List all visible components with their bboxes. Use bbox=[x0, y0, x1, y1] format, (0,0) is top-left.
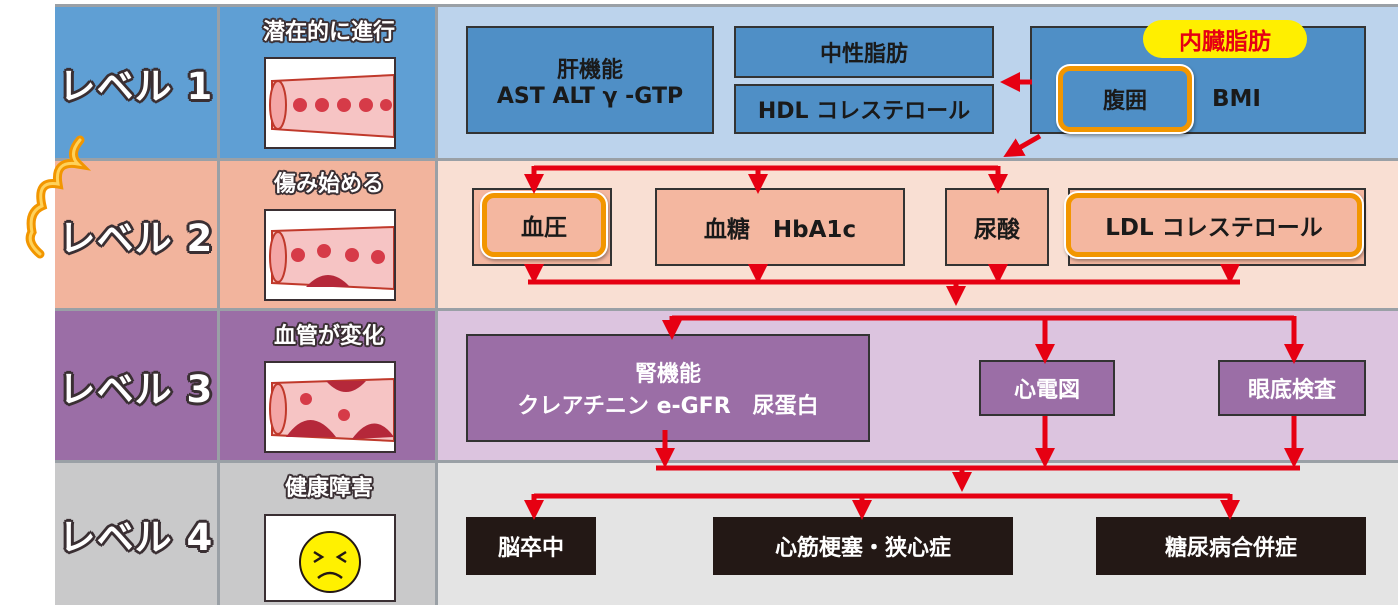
sick-face-image bbox=[264, 514, 396, 602]
hdl-label: HDL コレステロール bbox=[757, 99, 971, 124]
narrowed-vessel-image bbox=[264, 361, 396, 453]
hdl-box: HDL コレステロール bbox=[734, 84, 994, 134]
level2-label-cell: レベル 2 bbox=[55, 161, 220, 308]
blood-sugar-box: 血糖 HbA1c bbox=[655, 188, 905, 266]
healthy-vessel-image bbox=[264, 57, 396, 149]
stroke-box: 脳卒中 bbox=[466, 517, 596, 575]
diabetes-complication-box: 糖尿病合併症 bbox=[1096, 517, 1366, 575]
uric-acid-box: 尿酸 bbox=[945, 188, 1049, 266]
level1-label: レベル 1 bbox=[58, 64, 214, 108]
waist-box: 腹囲 bbox=[1058, 66, 1192, 132]
level3-label: レベル 3 bbox=[58, 367, 214, 411]
fundus-exam-label: 眼底検査 bbox=[1247, 378, 1336, 403]
blood-pressure-box: 血圧 bbox=[482, 193, 606, 257]
diabetes-complication-label: 糖尿病合併症 bbox=[1164, 536, 1297, 561]
mi-angina-box: 心筋梗塞・狭心症 bbox=[713, 517, 1013, 575]
level2-stage-title: 傷み始める bbox=[273, 172, 384, 197]
kidney-function-box: 腎機能 クレアチニン e-GFR 尿蛋白 bbox=[466, 334, 870, 442]
level3-stage-title: 血管が変化 bbox=[273, 324, 384, 349]
stroke-label: 脳卒中 bbox=[497, 536, 564, 561]
waist-label: 腹囲 bbox=[1102, 89, 1147, 114]
bmi-label: BMI bbox=[1212, 86, 1261, 112]
level3-label-cell: レベル 3 bbox=[55, 311, 220, 460]
neutral-fat-box: 中性脂肪 bbox=[734, 26, 994, 78]
visceral-fat-badge-label: 内臓脂肪 bbox=[1179, 29, 1271, 55]
blood-pressure-label: 血圧 bbox=[521, 215, 567, 241]
level1-stage-title: 潜在的に進行 bbox=[262, 20, 395, 45]
wavy-decoration-icon bbox=[25, 135, 92, 259]
level4-label-cell: レベル 4 bbox=[55, 463, 220, 605]
fundus-exam-box: 眼底検査 bbox=[1218, 360, 1366, 416]
neutral-fat-label: 中性脂肪 bbox=[819, 42, 908, 67]
mi-angina-label: 心筋梗塞・狭心症 bbox=[774, 536, 951, 561]
ldl-box: LDL コレステロール bbox=[1066, 193, 1362, 257]
uric-acid-label: 尿酸 bbox=[974, 217, 1020, 243]
blood-sugar-label: 血糖 HbA1c bbox=[703, 217, 857, 243]
liver-function-items: AST ALT γ -GTP bbox=[496, 83, 684, 109]
level1-label-cell: レベル 1 bbox=[55, 7, 220, 158]
level4-stage-title: 健康障害 bbox=[284, 476, 373, 501]
visceral-fat-badge: 内臓脂肪 bbox=[1145, 22, 1305, 56]
level2-label: レベル 2 bbox=[58, 216, 214, 260]
kidney-function-title: 腎機能 bbox=[634, 362, 701, 387]
level4-label: レベル 4 bbox=[58, 516, 214, 559]
liver-function-title: 肝機能 bbox=[556, 57, 623, 83]
damaged-vessel-image bbox=[264, 209, 396, 301]
kidney-function-items: クレアチニン e-GFR 尿蛋白 bbox=[517, 394, 819, 419]
liver-function-box: 肝機能 AST ALT γ -GTP bbox=[466, 26, 714, 134]
ldl-label: LDL コレステロール bbox=[1105, 215, 1323, 241]
ecg-label: 心電図 bbox=[1013, 378, 1080, 403]
ecg-box: 心電図 bbox=[979, 360, 1115, 416]
